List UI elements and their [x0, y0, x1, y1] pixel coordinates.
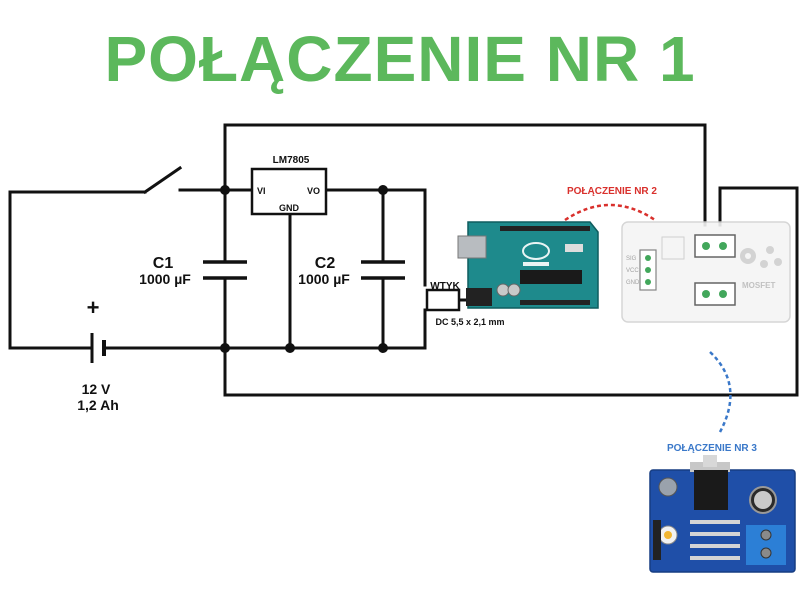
gear-icon	[740, 246, 782, 268]
c1-value: 1000 µF	[139, 271, 191, 287]
plug-name: WTYK	[430, 281, 460, 292]
battery-capacity: 1,2 Ah	[77, 397, 119, 413]
battery-plus: +	[87, 295, 100, 320]
c1-name: C1	[153, 255, 174, 272]
mosfet-module-icon: SIG VCC GND MOSFET	[621, 221, 791, 323]
mosfet-pin-sig: SIG	[626, 256, 637, 262]
arduino-board-icon	[457, 221, 599, 309]
wire-ground-bus-2	[102, 308, 427, 350]
battery-voltage: 12 V	[82, 381, 111, 397]
c2-value: 1000 µF	[298, 271, 350, 287]
battery-symbol	[90, 333, 106, 363]
regulator-gnd: GND	[279, 203, 300, 213]
regulator-name: LM7805	[273, 155, 310, 166]
wires	[8, 123, 799, 397]
amplifier-board-icon	[649, 455, 796, 573]
junction-dots	[220, 185, 388, 353]
regulator-vi: VI	[257, 186, 266, 196]
wire-bottom-loop	[223, 186, 799, 397]
dc-plug-box	[425, 288, 461, 312]
mosfet-pin-gnd: GND	[626, 280, 640, 286]
mosfet-pin-vcc: VCC	[626, 268, 639, 274]
wire-top-loop	[223, 123, 707, 227]
regulator-box	[250, 167, 328, 216]
page-title: POŁĄCZENIE NR 1	[104, 23, 696, 95]
mosfet-label: MOSFET	[742, 281, 775, 290]
capacitor-c2	[361, 260, 405, 280]
regulator-vo: VO	[307, 186, 320, 196]
wire-vo	[324, 188, 427, 287]
connection2-label: POŁĄCZENIE NR 2	[567, 186, 657, 197]
c2-name: C2	[315, 255, 336, 272]
wire-left-top	[8, 190, 147, 350]
capacitor-c1	[203, 260, 247, 280]
connection2-link	[564, 203, 656, 222]
connection3-link	[709, 351, 732, 433]
plug-spec: DC 5,5 x 2,1 mm	[435, 317, 504, 327]
connection3-label: POŁĄCZENIE NR 3	[667, 443, 757, 454]
switch-lever	[142, 165, 183, 195]
